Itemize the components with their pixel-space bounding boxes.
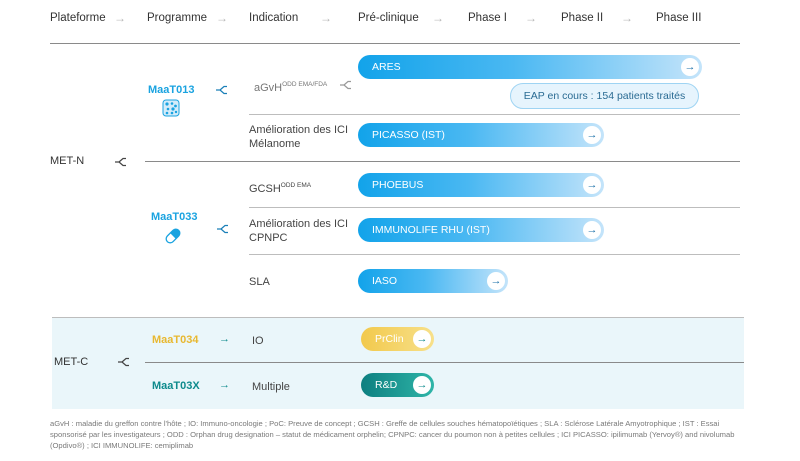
bar-preclin-label: PrClin	[375, 333, 404, 345]
bar-preclin: PrClin →	[361, 327, 434, 351]
bar-iaso-label: IASO	[372, 275, 398, 287]
indication-gcsh: GCSHODD EMA	[249, 182, 312, 195]
header-indication: Indication	[249, 12, 299, 24]
bar-picasso-label: PICASSO (IST)	[372, 129, 445, 141]
arrow-right-icon: →	[413, 376, 431, 394]
eap-badge: EAP en cours : 154 patients traités	[510, 83, 699, 109]
platform-met-c: MET-C	[54, 356, 89, 368]
row-divider	[249, 254, 740, 255]
branch-icon	[217, 224, 228, 234]
capsule-icon	[165, 228, 181, 244]
program-maat03x: MaaT03X	[152, 380, 200, 392]
bar-phoebus-label: PHOEBUS	[372, 179, 424, 191]
bar-immunolife: IMMUNOLIFE RHU (IST) →	[358, 218, 604, 242]
arrow-right-icon: →	[487, 272, 505, 290]
header-divider	[50, 43, 740, 44]
header-arrow-icon: →	[216, 11, 228, 25]
bar-ares-label: ARES	[372, 61, 401, 73]
header-arrow-icon: →	[114, 11, 126, 25]
footnote: aGvH : maladie du greffon contre l'hôte …	[50, 419, 735, 450]
program-maat013: MaaT013	[148, 84, 195, 96]
header-phase-2: Phase II	[561, 12, 604, 24]
branch-icon	[340, 80, 351, 90]
arrow-right-icon: →	[583, 126, 601, 144]
header-phase-3: Phase III	[656, 12, 702, 24]
microbiome-icon	[162, 99, 180, 117]
bar-immunolife-label: IMMUNOLIFE RHU (IST)	[372, 224, 490, 236]
indication-sla: SLA	[249, 276, 270, 288]
header-phase-1: Phase I	[468, 12, 507, 24]
row-divider	[249, 114, 740, 115]
arrow-right-icon: →	[219, 379, 230, 391]
header-arrow-icon: →	[525, 11, 537, 25]
bar-picasso: PICASSO (IST) →	[358, 123, 604, 147]
row-divider	[249, 207, 740, 208]
indication-multiple: Multiple	[252, 381, 290, 393]
arrow-right-icon: →	[413, 330, 431, 348]
header-plateforme: Plateforme	[50, 12, 106, 24]
branch-icon	[115, 157, 126, 167]
bar-rd: R&D →	[361, 373, 434, 397]
header-arrow-icon: →	[320, 11, 332, 25]
header-programme: Programme	[147, 12, 208, 24]
program-maat034: MaaT034	[152, 334, 199, 346]
header-preclinique: Pré-clinique	[358, 12, 419, 24]
program-divider	[145, 362, 744, 363]
bar-rd-label: R&D	[375, 379, 398, 391]
section-divider	[52, 317, 744, 318]
arrow-right-icon: →	[583, 176, 601, 194]
program-divider	[145, 161, 740, 162]
program-maat033: MaaT033	[151, 211, 198, 223]
branch-icon	[118, 357, 129, 367]
arrow-right-icon: →	[583, 221, 601, 239]
header-arrow-icon: →	[432, 11, 444, 25]
platform-met-n: MET-N	[50, 155, 85, 167]
indication-io: IO	[252, 335, 264, 347]
bar-iaso: IASO →	[358, 269, 508, 293]
header-arrow-icon: →	[621, 11, 633, 25]
bar-phoebus: PHOEBUS →	[358, 173, 604, 197]
branch-icon	[216, 85, 227, 95]
bar-ares: ARES →	[358, 55, 702, 79]
indication-agvh: aGvHODD EMA/FDA	[254, 81, 328, 94]
arrow-right-icon: →	[681, 58, 699, 76]
arrow-right-icon: →	[219, 333, 230, 345]
